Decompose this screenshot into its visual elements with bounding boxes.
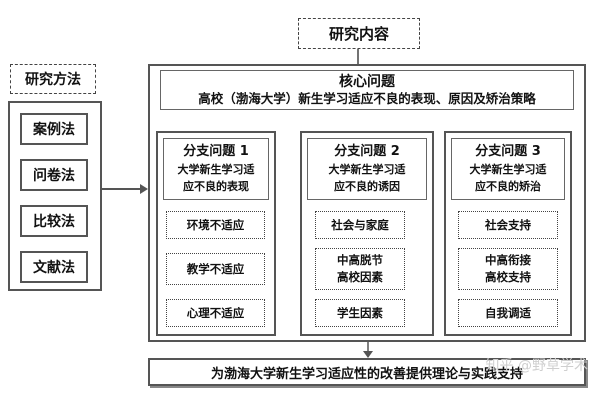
methods-arrow-head bbox=[140, 184, 148, 194]
factor-label: 自我调适 bbox=[485, 306, 531, 320]
conclusion-box: 为渤海大学新生学习适应性的改善提供理论与实践支持 bbox=[148, 358, 586, 386]
method-label: 比较法 bbox=[33, 214, 75, 230]
research-methods-panel: 案例法 问卷法 比较法 文献法 bbox=[8, 101, 102, 291]
branch-2-desc-line1: 大学新生学习适 bbox=[328, 163, 406, 176]
core-problem-subtitle: 高校（渤海大学）新生学习适应不良的表现、原因及矫治策略 bbox=[198, 91, 536, 106]
watermark-text: 知乎 @野草学术 bbox=[485, 358, 588, 374]
factor-label: 中高衔接 高校支持 bbox=[485, 253, 531, 284]
factor-label: 教学不适应 bbox=[186, 262, 245, 276]
factor-label: 心理不适应 bbox=[186, 306, 245, 320]
branch-1-header: 分支问题 1 大学新生学习适 应不良的表现 bbox=[163, 138, 269, 200]
arrow-conclusion bbox=[363, 351, 373, 358]
branch-2-desc-line2: 应不良的诱因 bbox=[334, 180, 400, 193]
branch-1-desc-line2: 应不良的表现 bbox=[183, 180, 249, 193]
factor-label: 学生因素 bbox=[337, 306, 383, 320]
factor-society-family: 社会与家庭 bbox=[315, 211, 405, 239]
branch-2-header: 分支问题 2 大学新生学习适 应不良的诱因 bbox=[307, 138, 427, 200]
core-problem-box: 核心问题 高校（渤海大学）新生学习适应不良的表现、原因及矫治策略 bbox=[160, 70, 574, 110]
conclusion-text: 为渤海大学新生学习适应性的改善提供理论与实践支持 bbox=[210, 366, 523, 382]
branch-3-desc-line1: 大学新生学习适 bbox=[469, 163, 547, 176]
branch-1-desc-line1: 大学新生学习适 bbox=[177, 163, 255, 176]
watermark: 知乎 @野草学术 bbox=[418, 355, 588, 375]
method-comparison: 比较法 bbox=[20, 205, 88, 237]
research-content-label: 研究内容 bbox=[328, 25, 389, 43]
factor-label: 社会与家庭 bbox=[331, 218, 389, 232]
branch-1-title: 分支问题 1 bbox=[183, 144, 249, 159]
method-label: 案例法 bbox=[33, 122, 75, 138]
factor-environment: 环境不适应 bbox=[166, 211, 265, 239]
research-methods-title: 研究方法 bbox=[25, 72, 81, 88]
branch-2-title: 分支问题 2 bbox=[334, 144, 400, 159]
method-label: 问卷法 bbox=[33, 168, 75, 184]
factor-label: 环境不适应 bbox=[186, 218, 245, 232]
factor-label: 中高脱节 高校因素 bbox=[337, 253, 383, 284]
factor-label: 社会支持 bbox=[485, 218, 531, 232]
research-content-box: 研究内容 bbox=[298, 18, 420, 49]
method-label: 文献法 bbox=[33, 260, 75, 276]
branch-3-desc-line2: 应不良的矫治 bbox=[475, 180, 541, 193]
method-questionnaire: 问卷法 bbox=[20, 159, 88, 191]
factor-gap-university: 中高脱节 高校因素 bbox=[315, 248, 405, 290]
research-methods-title-box: 研究方法 bbox=[10, 64, 96, 94]
factor-teaching: 教学不适应 bbox=[166, 253, 265, 285]
factor-bridge-university-support: 中高衔接 高校支持 bbox=[458, 248, 558, 290]
factor-social-support: 社会支持 bbox=[458, 211, 558, 239]
branch-3-header: 分支问题 3 大学新生学习适 应不良的矫治 bbox=[451, 138, 565, 200]
factor-self-adjustment: 自我调适 bbox=[458, 299, 558, 327]
factor-student: 学生因素 bbox=[315, 299, 405, 327]
factor-psychology: 心理不适应 bbox=[166, 299, 265, 327]
method-case-study: 案例法 bbox=[20, 113, 88, 145]
method-literature: 文献法 bbox=[20, 251, 88, 283]
branch-3-title: 分支问题 3 bbox=[475, 144, 541, 159]
core-problem-title: 核心问题 bbox=[339, 74, 395, 90]
